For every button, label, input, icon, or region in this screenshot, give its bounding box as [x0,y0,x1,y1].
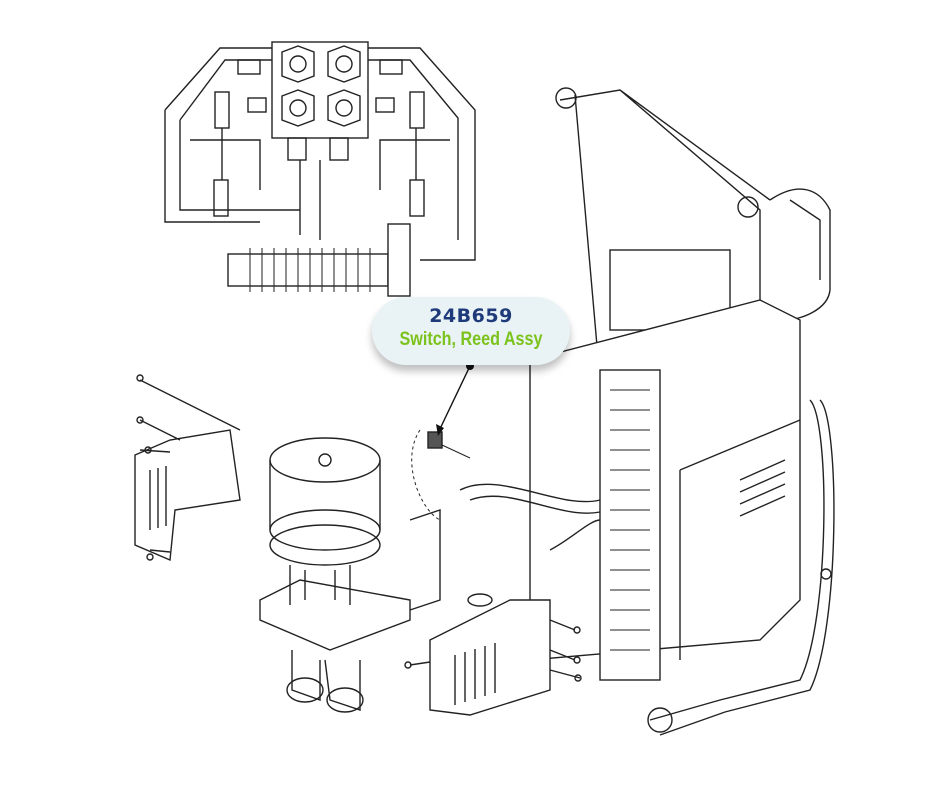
right-guard [404,593,582,716]
pump-assembly [259,437,441,713]
part-callout-bubble: 24B659 Switch, Reed Assy [372,297,570,365]
callout-leader-line [436,362,474,436]
part-number: 24B659 [429,305,513,327]
left-guard [134,374,241,562]
reed-switch-part [411,429,471,521]
part-description: Switch, Reed Assy [399,329,543,350]
cart-frame [459,87,835,736]
manifold-wiring-schematic [164,41,476,297]
